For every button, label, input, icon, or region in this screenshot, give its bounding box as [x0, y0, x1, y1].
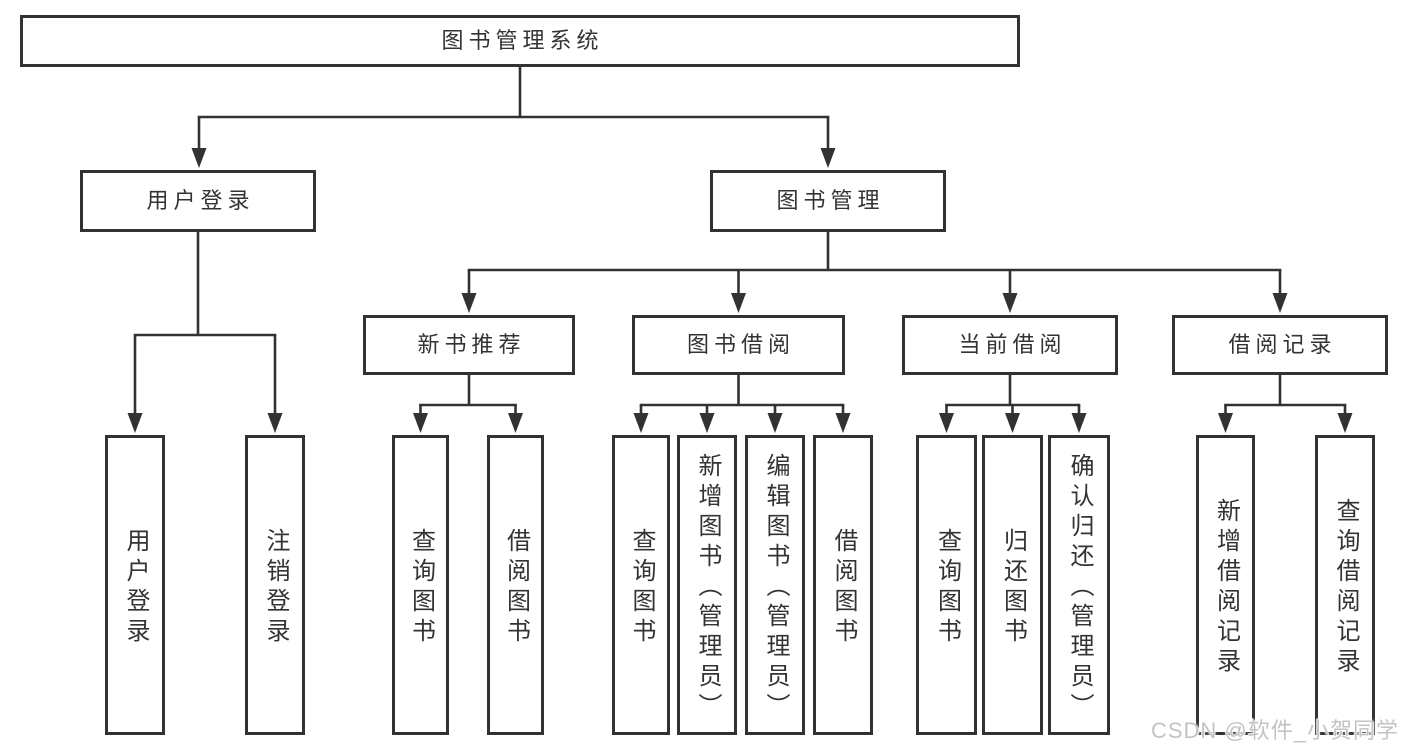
- node-new-book-recommendation-label: 新书推荐: [417, 332, 526, 357]
- leaf-add-borrow-record-label: 新增借阅记录: [1212, 498, 1240, 678]
- leaf-user-login: 用户登录: [105, 435, 165, 735]
- leaf-confirm-return-admin: 确认归还（管理员）: [1048, 435, 1110, 735]
- node-book-management-label: 图书管理: [776, 188, 885, 213]
- leaf-add-borrow-record: 新增借阅记录: [1196, 435, 1255, 735]
- leaf-add-book-admin-label: 新增图书（管理员）: [694, 453, 721, 723]
- leaf-edit-book-admin: 编辑图书（管理员）: [745, 435, 805, 735]
- leaf-query-books-borrow-label: 查询图书: [628, 528, 655, 648]
- node-book-management: 图书管理: [710, 170, 946, 232]
- leaf-return-books: 归还图书: [982, 435, 1043, 735]
- node-new-book-recommendation: 新书推荐: [363, 315, 575, 375]
- leaf-return-books-label: 归还图书: [999, 528, 1027, 648]
- leaf-query-books-recommend-label: 查询图书: [407, 528, 435, 648]
- leaf-borrow-books-recommend: 借阅图书: [487, 435, 544, 735]
- node-borrowing-records-label: 借阅记录: [1228, 332, 1337, 357]
- leaf-query-books-borrow: 查询图书: [612, 435, 670, 735]
- leaf-logout-label: 注销登录: [262, 528, 289, 648]
- node-book-borrowing-label: 图书借阅: [686, 332, 795, 357]
- node-borrowing-records: 借阅记录: [1172, 315, 1388, 375]
- leaf-query-books-recommend: 查询图书: [392, 435, 449, 735]
- leaf-add-book-admin: 新增图书（管理员）: [677, 435, 737, 735]
- node-root-label: 图书管理系统: [441, 28, 604, 53]
- node-current-borrowing-label: 当前借阅: [958, 332, 1067, 357]
- leaf-borrow-books-recommend-label: 借阅图书: [502, 528, 530, 648]
- leaf-edit-book-admin-label: 编辑图书（管理员）: [762, 453, 789, 723]
- leaf-query-borrow-record-label: 查询借阅记录: [1332, 498, 1359, 678]
- leaf-logout: 注销登录: [245, 435, 305, 735]
- leaf-confirm-return-admin-label: 确认归还（管理员）: [1066, 453, 1093, 723]
- leaf-query-books-current-label: 查询图书: [933, 528, 961, 648]
- leaf-borrow-books: 借阅图书: [813, 435, 873, 735]
- leaf-user-login-label: 用户登录: [122, 528, 149, 648]
- csdn-watermark: CSDN @软件_小贺同学: [1150, 718, 1399, 743]
- leaf-borrow-books-label: 借阅图书: [830, 528, 857, 648]
- node-current-borrowing: 当前借阅: [902, 315, 1118, 375]
- node-user-login-label: 用户登录: [146, 188, 255, 213]
- node-book-borrowing: 图书借阅: [632, 315, 845, 375]
- node-user-login: 用户登录: [80, 170, 316, 232]
- leaf-query-books-current: 查询图书: [916, 435, 977, 735]
- leaf-query-borrow-record: 查询借阅记录: [1315, 435, 1375, 735]
- node-root-library-system: 图书管理系统: [20, 15, 1020, 67]
